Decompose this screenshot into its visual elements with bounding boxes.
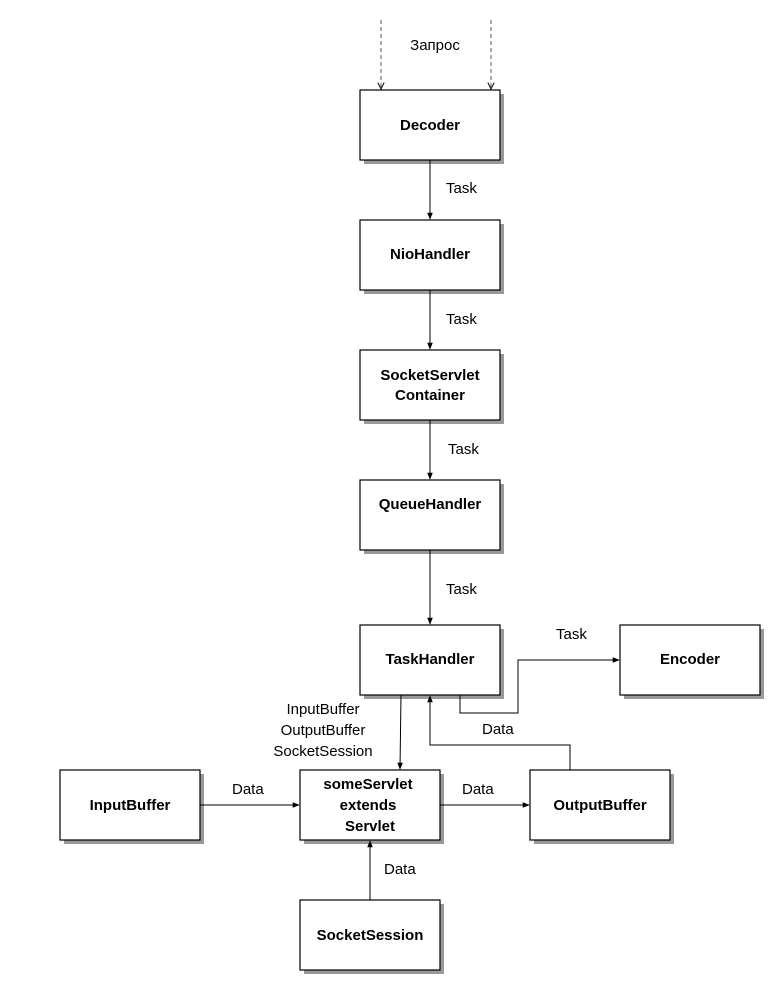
decoder-label: Decoder (400, 117, 460, 134)
container-label-line2: Container (395, 387, 465, 404)
request-label: Запрос (410, 37, 460, 54)
encoder-label: Encoder (660, 651, 720, 668)
taskhandler-label: TaskHandler (386, 651, 475, 668)
edge-label-servlet-outputbuffer: Data (462, 781, 494, 798)
edge-taskhandler-servlet (397, 694, 403, 770)
container-label-line1: SocketServlet (380, 367, 479, 384)
edge-label-container-queuehandler: Task (448, 441, 479, 458)
edge-label-taskhandler-servlet-line1: InputBuffer (286, 701, 359, 718)
edge-taskhandler-encoder (459, 657, 620, 714)
servlet-node: someServlet extends Servlet (299, 769, 444, 844)
encoder-node: Encoder (619, 624, 764, 699)
niohandler-label: NioHandler (390, 246, 470, 263)
socketsession-node: SocketSession (299, 899, 444, 974)
inputbuffer-label: InputBuffer (90, 797, 171, 814)
edge-label-taskhandler-encoder: Task (556, 626, 587, 643)
servlet-label-line2: extends (340, 797, 397, 814)
edge-label-inputbuffer-servlet: Data (232, 781, 264, 798)
edge-label-decoder-niohandler: Task (446, 180, 477, 197)
edge-label-niohandler-container: Task (446, 311, 477, 328)
container-node: SocketServlet Container (359, 349, 504, 424)
servlet-label-line1: someServlet (323, 776, 412, 793)
socketsession-label: SocketSession (317, 927, 424, 944)
outputbuffer-label: OutputBuffer (553, 797, 646, 814)
taskhandler-node: TaskHandler (359, 624, 504, 699)
inputbuffer-node: InputBuffer (59, 769, 204, 844)
queuehandler-label: QueueHandler (379, 496, 482, 513)
decoder-node: Decoder (359, 89, 504, 164)
edge-label-outputbuffer-taskhandler: Data (482, 721, 514, 738)
edge-label-socketsession-servlet: Data (384, 861, 416, 878)
edge-label-taskhandler-servlet-line3: SocketSession (273, 743, 372, 760)
edge-label-taskhandler-servlet-line2: OutputBuffer (281, 722, 366, 739)
niohandler-node: NioHandler (359, 219, 504, 294)
queuehandler-node: QueueHandler (359, 479, 504, 554)
outputbuffer-node: OutputBuffer (529, 769, 674, 844)
servlet-label-line3: Servlet (345, 818, 395, 835)
request-arrows (381, 20, 491, 89)
edge-label-queuehandler-taskhandler: Task (446, 581, 477, 598)
edge-outputbuffer-taskhandler (427, 695, 571, 770)
